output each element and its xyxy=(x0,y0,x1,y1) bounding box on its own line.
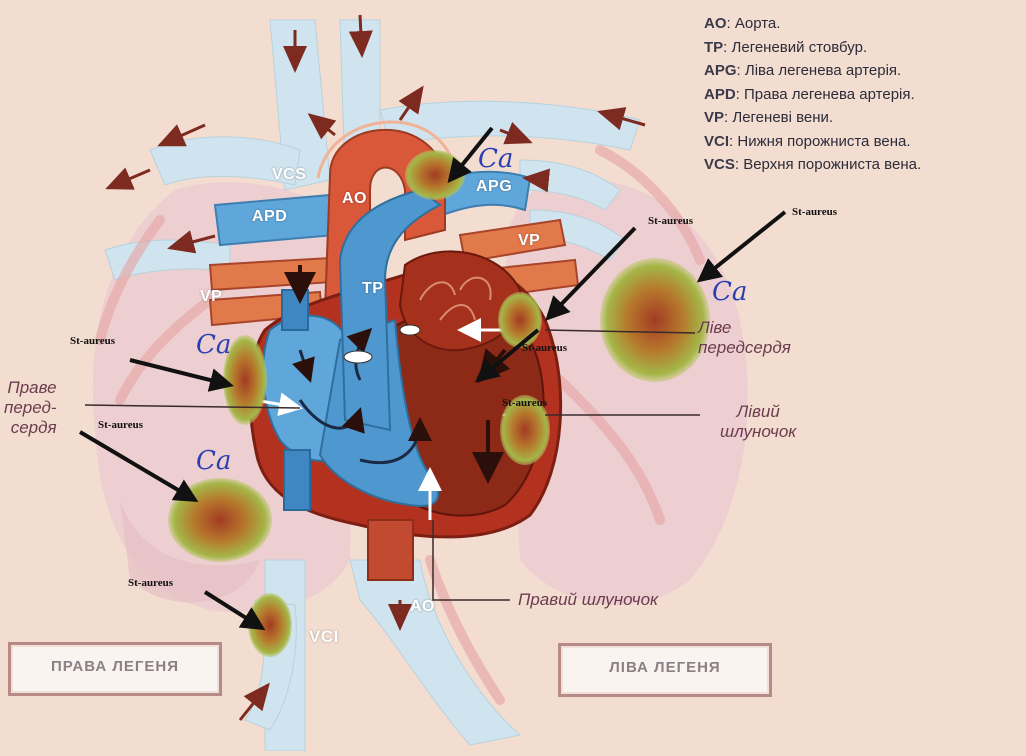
ao-bottom-label: AO xyxy=(410,598,435,615)
vci-stub xyxy=(283,449,311,511)
right-ventricle-label: Правий шлуночок xyxy=(518,590,659,609)
ca-label: Ca xyxy=(712,277,748,307)
st-aureus-label: St-aureus xyxy=(648,215,694,227)
legend-item: APG: Ліва легенева артерія. xyxy=(704,62,902,79)
st-aureus-label: St-aureus xyxy=(502,397,548,409)
ca-label: Ca xyxy=(478,144,514,174)
st-aureus-label: St-aureus xyxy=(792,206,838,218)
left-ventricle-label: Лівий шлуночок xyxy=(720,402,797,441)
vcs-label: VCS xyxy=(272,166,307,183)
legend-item: VCS: Верхня порожниста вена. xyxy=(704,156,922,173)
legend-item: VCI: Нижня порожниста вена. xyxy=(704,132,911,150)
right-lung-box: ПРАВА ЛЕГЕНЯ xyxy=(8,642,222,696)
tp-label: TP xyxy=(362,280,384,297)
vcs-stub xyxy=(281,289,309,331)
st-aureus-label: St-aureus xyxy=(522,342,568,354)
vp-right-label: VP xyxy=(200,288,223,305)
st-aureus-label: St-aureus xyxy=(128,577,174,589)
apg-label: APG xyxy=(476,178,513,195)
vp-left-label: VP xyxy=(518,232,541,249)
legend-item: TP: Легеневий стовбур. xyxy=(704,38,868,56)
left-lung-box: ЛІВА ЛЕГЕНЯ xyxy=(558,643,772,697)
legend-item: APD: Права легенева артерія. xyxy=(704,85,915,103)
ca-label: Ca xyxy=(196,330,232,360)
legend-item: VP: Легеневі вени. xyxy=(704,109,834,126)
right-lung-lobe xyxy=(120,500,260,603)
ao-label: AO xyxy=(342,190,367,207)
descending-aorta xyxy=(367,519,414,581)
st-aureus-label: St-aureus xyxy=(98,419,144,431)
st-aureus-label: St-aureus xyxy=(70,335,116,347)
vci-label: VCI xyxy=(309,627,339,646)
legend: AO: Аорта. TP: Легеневий стовбур. APG: Л… xyxy=(704,12,1022,177)
legend-item: AO: Аорта. xyxy=(704,15,781,32)
ca-label: Ca xyxy=(196,446,232,476)
pulmonary-branches xyxy=(95,145,705,705)
apd-label: APD xyxy=(252,208,288,225)
right-atrium-label: Праве перед- сердя xyxy=(4,378,57,437)
left-atrium-label: Ліве передсердя xyxy=(698,318,791,357)
